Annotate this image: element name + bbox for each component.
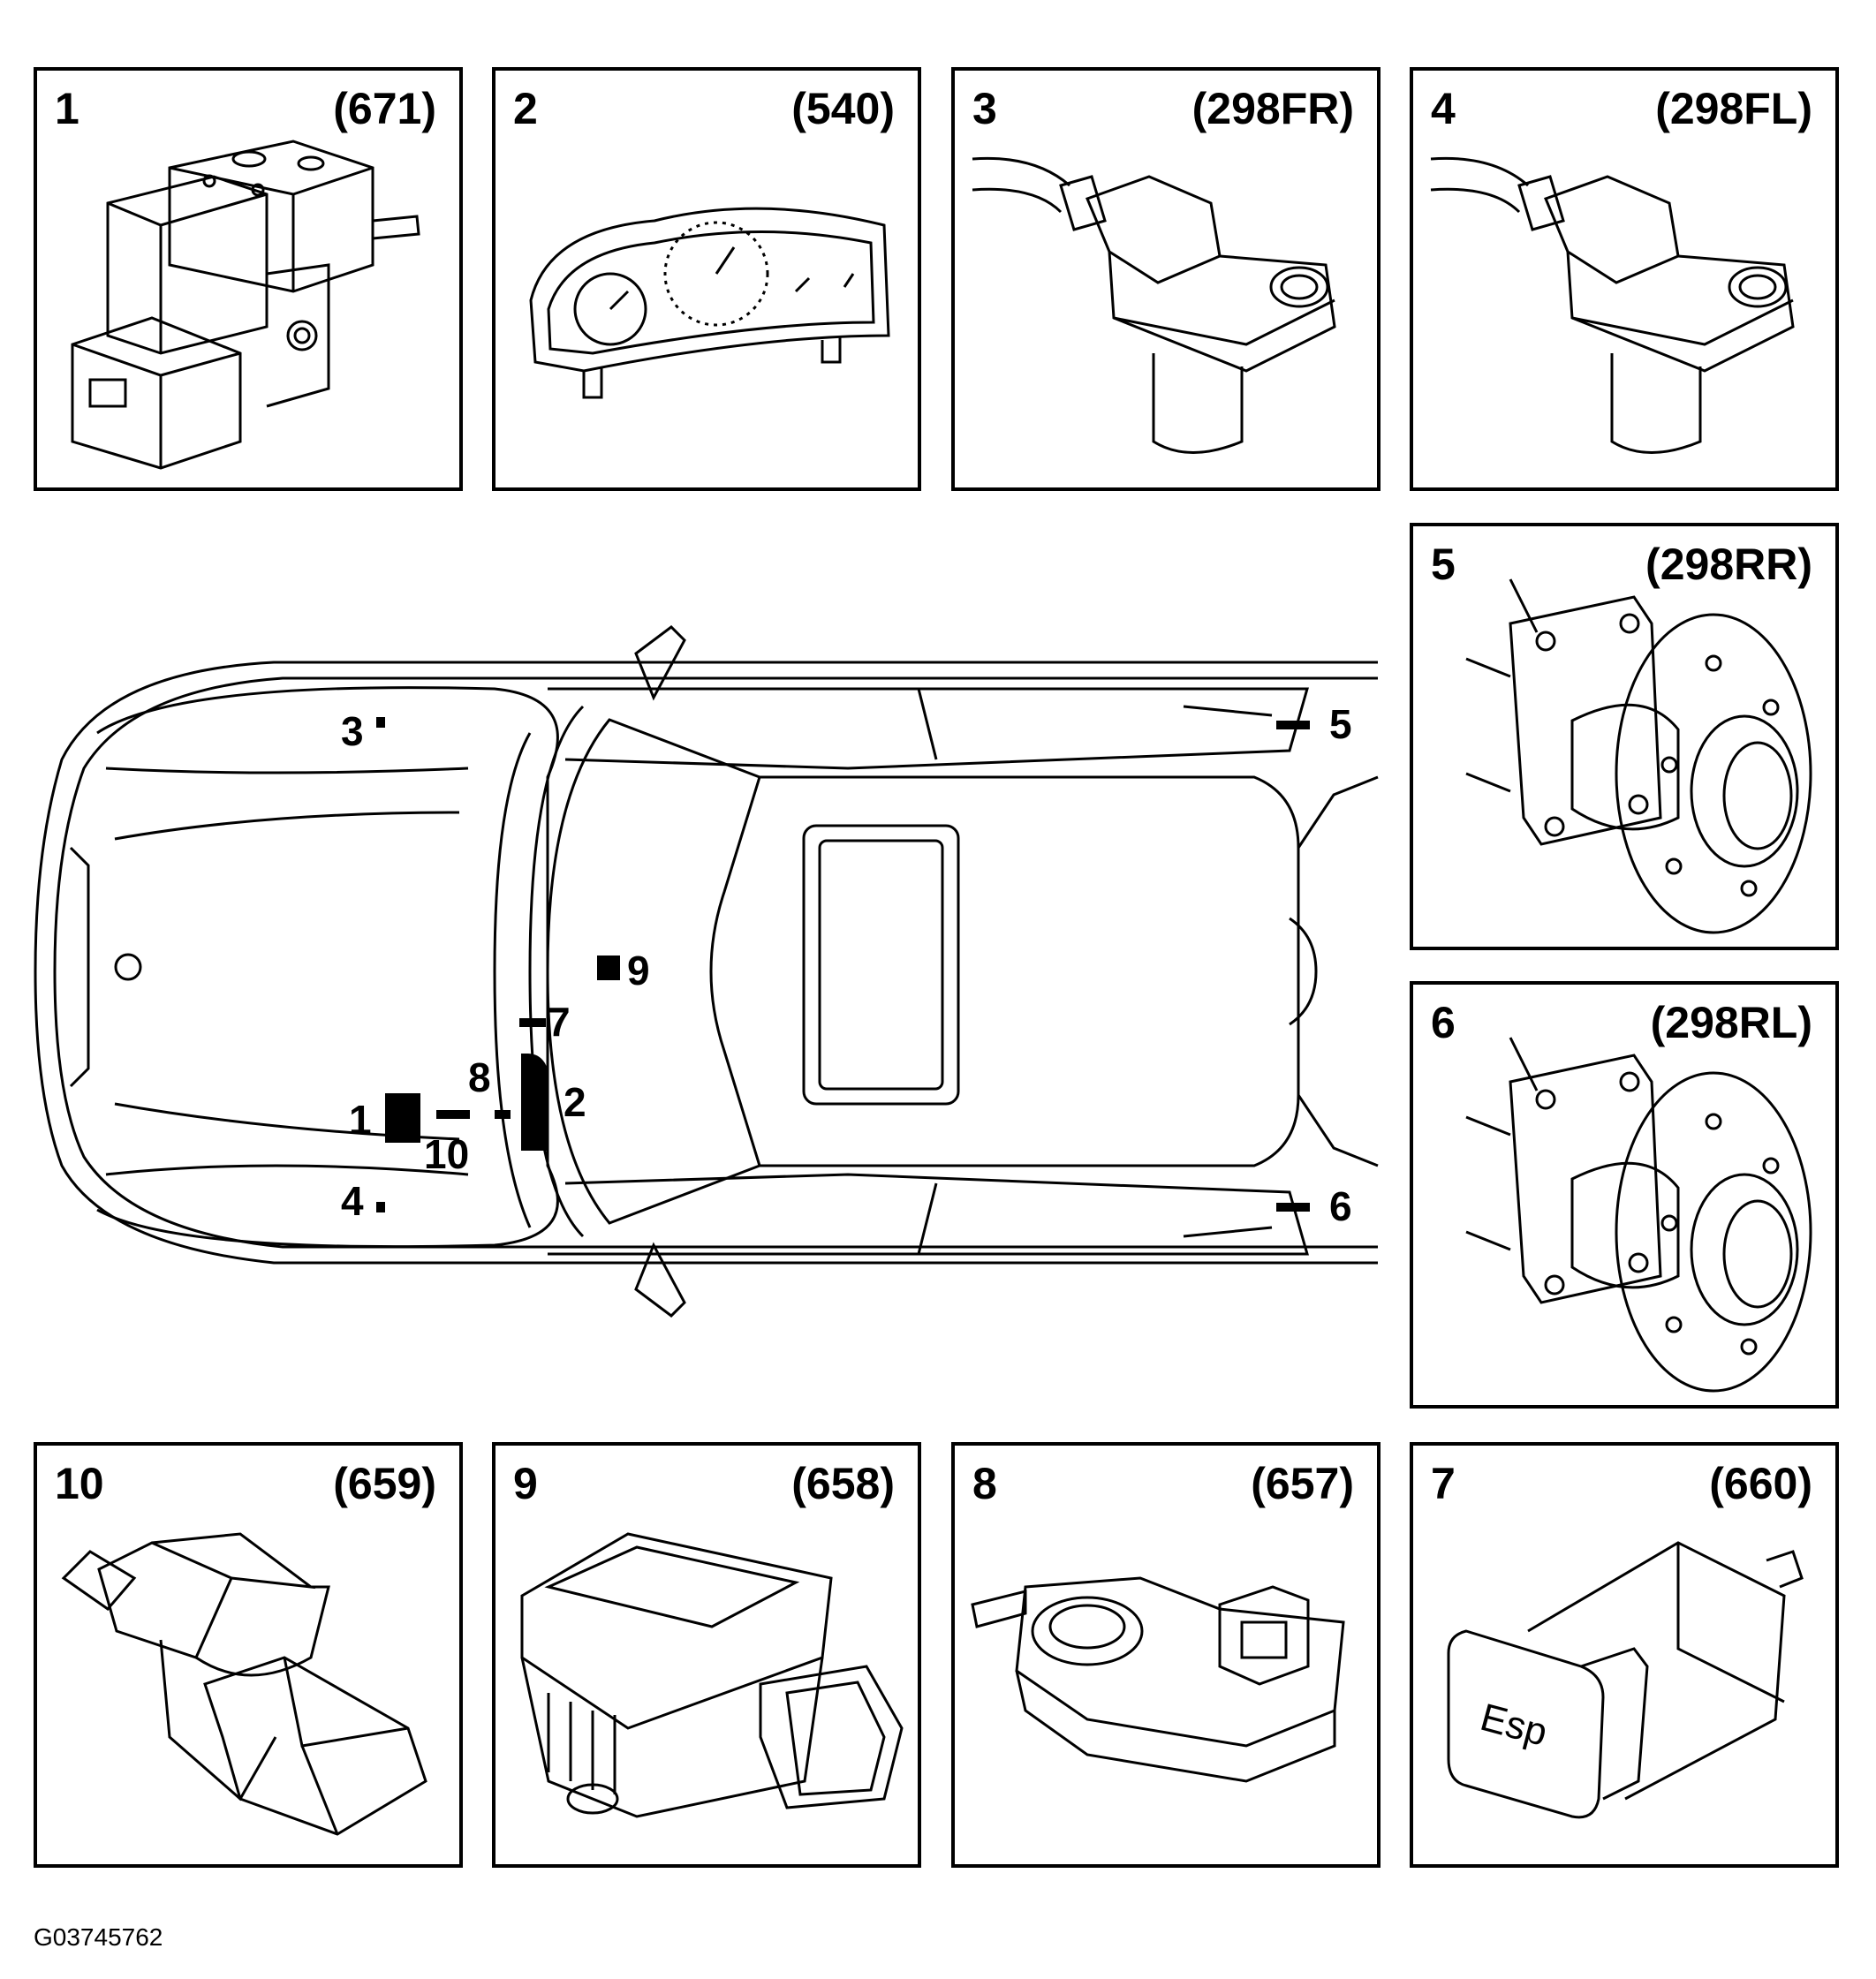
panel-number: 8: [972, 1459, 997, 1508]
wheel-sensor-illustration: [972, 156, 1336, 454]
panel-2-instrument-cluster: 2 (540): [492, 67, 921, 491]
panel-number: 1: [55, 84, 79, 133]
panel-4-wheel-speed-sensor-fl: 4 (298FL): [1410, 67, 1839, 491]
vehicle-top-view: [34, 625, 1379, 1318]
locator-label-9: 9: [627, 948, 650, 993]
marker-9: [597, 956, 620, 980]
panel-3-wheel-speed-sensor-fr: 3 (298FR): [951, 67, 1381, 491]
panel-number: 7: [1431, 1459, 1456, 1508]
wheel-hub-illustration: [1465, 578, 1812, 934]
wheel-hub-illustration: [1465, 1037, 1812, 1393]
panel-number: 10: [55, 1459, 104, 1508]
panel-code: (298RL): [1650, 998, 1812, 1047]
panel-number: 5: [1431, 540, 1456, 589]
panel-10-pressure-sensor: 10 (659): [34, 1442, 463, 1868]
panel-code: (657): [1251, 1459, 1354, 1508]
marker-1: [385, 1093, 420, 1143]
marker-2: [521, 1054, 548, 1151]
panel-9-yaw-rate-sensor: 9 (658): [492, 1442, 921, 1868]
marker-3: [376, 717, 385, 728]
locator-label-5: 5: [1329, 701, 1352, 747]
panel-1-abs-module: 1 (671): [34, 67, 463, 491]
marker-10: [436, 1110, 470, 1119]
locator-label-3: 3: [341, 708, 364, 754]
panel-code: (658): [791, 1459, 895, 1508]
panel-5-rear-hub-rr: 5 (298RR): [1410, 523, 1839, 950]
locator-label-8: 8: [468, 1054, 491, 1100]
panel-code: (671): [333, 84, 436, 133]
locator-label-1: 1: [349, 1097, 372, 1143]
panel-number: 4: [1431, 84, 1456, 133]
pressure-sensor-illustration: [61, 1532, 427, 1836]
locator-label-2: 2: [564, 1079, 586, 1125]
panel-number: 3: [972, 84, 997, 133]
marker-4: [376, 1202, 385, 1212]
panel-6-rear-hub-rl: 6 (298RL): [1410, 981, 1839, 1409]
yaw-sensor-illustration: [520, 1532, 904, 1818]
panel-number: 6: [1431, 998, 1456, 1047]
panel-7-esp-switch: 7 (660) Esp: [1410, 1442, 1839, 1868]
panel-8-steering-angle-sensor: 8 (657): [951, 1442, 1381, 1868]
svg-text:Esp: Esp: [1476, 1696, 1552, 1755]
locator-label-6: 6: [1329, 1183, 1352, 1229]
esp-switch-illustration: Esp: [1447, 1541, 1804, 1819]
panel-code: (298FR): [1191, 84, 1354, 133]
figure-id: G03745762: [34, 1923, 163, 1951]
steering-sensor-illustration: [971, 1576, 1345, 1783]
marker-8: [495, 1110, 511, 1119]
instrument-cluster-illustration: [529, 207, 890, 399]
marker-5: [1276, 721, 1310, 729]
panel-code: (298FL): [1655, 84, 1812, 133]
panel-number: 9: [513, 1459, 538, 1508]
locator-label-7: 7: [548, 999, 571, 1045]
abs-module-illustration: [71, 140, 420, 470]
panel-number: 2: [513, 84, 538, 133]
wheel-sensor-illustration: [1430, 156, 1795, 454]
marker-7: [519, 1018, 546, 1027]
locator-label-10: 10: [424, 1131, 470, 1177]
locator-label-4: 4: [341, 1178, 364, 1224]
marker-6: [1276, 1203, 1310, 1212]
panel-code: (660): [1709, 1459, 1812, 1508]
panel-code: (659): [333, 1459, 436, 1508]
panel-code: (298RR): [1645, 540, 1812, 589]
panel-code: (540): [791, 84, 895, 133]
